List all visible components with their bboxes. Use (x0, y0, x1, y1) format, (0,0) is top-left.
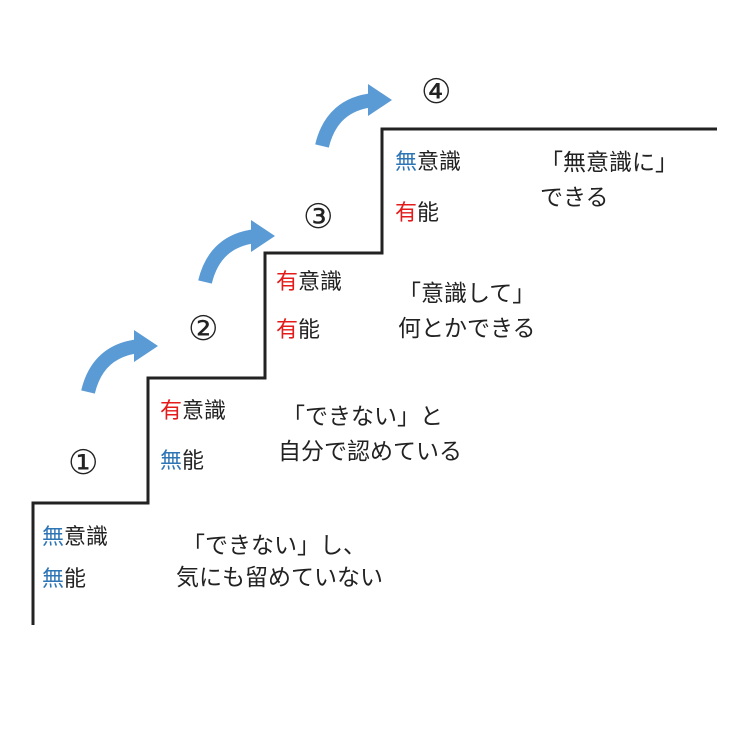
step-1-description-line-2: 気にも留めていない (176, 565, 383, 591)
step-4-nou-prefix: 有 (395, 201, 418, 226)
step-3-nou-rest: 能 (298, 318, 321, 343)
step-3-number: ③ (303, 197, 334, 237)
step-4-number: ④ (421, 72, 452, 112)
step-1-description-line-1: 「できない」し、 (182, 533, 366, 559)
step-2-ishiki-prefix: 有 (160, 399, 183, 424)
step-3-description-line-2: 何とかできる (398, 316, 536, 342)
step-1-nou-rest: 能 (64, 567, 87, 592)
step-4-ishiki-label: 無意識 (395, 152, 461, 174)
step-1-ishiki-prefix: 無 (42, 525, 65, 550)
step-2-ishiki-rest: 意識 (182, 399, 227, 424)
step-2-description-line-1: 「できない」と (282, 404, 443, 430)
step-1-nou-prefix: 無 (42, 567, 65, 592)
step-2-nou-prefix: 無 (160, 449, 183, 474)
step-2-description-line-2: 自分で認めている (278, 439, 462, 465)
step-2-nou-rest: 能 (182, 449, 205, 474)
step-3-nou-prefix: 有 (276, 318, 299, 343)
step-3-nou-label: 有能 (276, 320, 320, 342)
step-4-nou-rest: 能 (417, 201, 440, 226)
step-4-description-line-1: 「無意識に」 (540, 150, 678, 176)
step-1-number: ① (68, 443, 99, 483)
step-arrow-3-to-4 (315, 84, 392, 148)
step-arrow-1-to-2 (81, 330, 158, 394)
step-1-nou-label: 無能 (42, 569, 86, 591)
step-4-description-line-2: できる (540, 185, 609, 211)
step-3-ishiki-prefix: 有 (276, 270, 299, 295)
step-2-number: ② (188, 309, 219, 349)
step-3-ishiki-rest: 意識 (298, 270, 343, 295)
step-1-ishiki-label: 無意識 (42, 527, 108, 549)
step-arrow-2-to-3 (198, 220, 275, 284)
step-3-ishiki-label: 有意識 (276, 272, 342, 294)
step-3-description-line-1: 「意識して」 (398, 281, 536, 307)
step-2-ishiki-label: 有意識 (160, 401, 226, 423)
step-1-ishiki-rest: 意識 (64, 525, 109, 550)
staircase-line (31, 127, 717, 625)
step-4-ishiki-prefix: 無 (395, 150, 418, 175)
step-2-nou-label: 無能 (160, 451, 204, 473)
step-4-nou-label: 有能 (395, 203, 439, 225)
step-4-ishiki-rest: 意識 (417, 150, 462, 175)
